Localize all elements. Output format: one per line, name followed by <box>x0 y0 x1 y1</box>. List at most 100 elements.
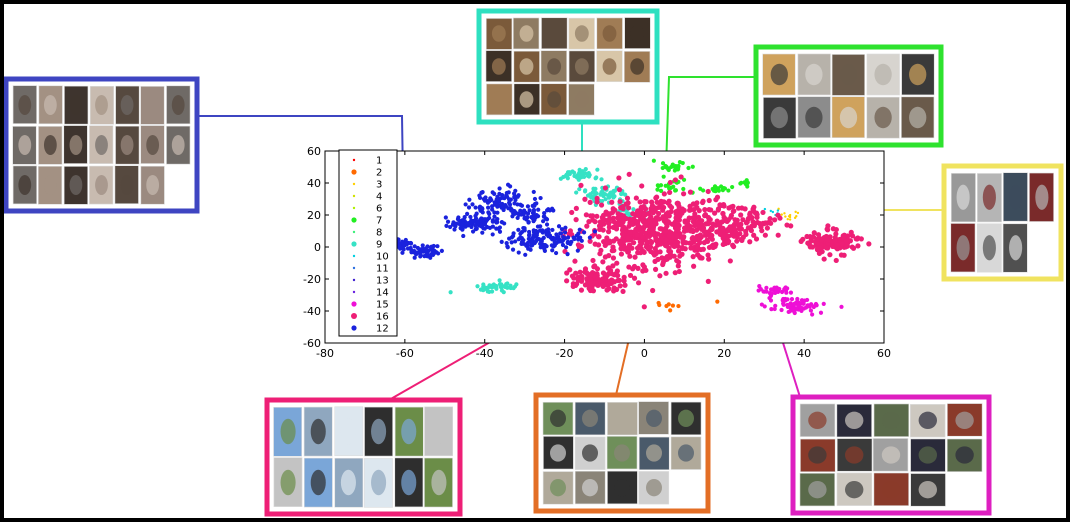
data-point-series-16 <box>754 219 761 226</box>
thumbnail-subject-trains <box>918 481 937 499</box>
data-point-series-15 <box>788 290 794 295</box>
thumbnail-subject-people <box>120 135 134 155</box>
data-point-series-16 <box>662 237 669 243</box>
data-point-series-9 <box>499 282 504 287</box>
data-point-series-16 <box>731 243 737 250</box>
data-point-series-7 <box>730 184 735 190</box>
data-point-series-16 <box>696 208 702 214</box>
data-point-series-16 <box>605 265 611 271</box>
data-point-series-16 <box>611 285 617 291</box>
legend-label-12: 12 <box>376 324 389 335</box>
data-point-series-12 <box>538 224 543 229</box>
data-point-series-12 <box>575 248 580 253</box>
data-point-series-16 <box>632 254 638 260</box>
data-point-series-9 <box>583 188 588 193</box>
data-point-series-16 <box>661 191 667 197</box>
data-point-series-12 <box>523 252 528 257</box>
data-point-series-12 <box>525 215 530 220</box>
data-point-series-12 <box>533 239 538 244</box>
data-point-series-16 <box>676 217 682 223</box>
data-point-series-12 <box>454 221 459 226</box>
data-point-series-16 <box>635 280 642 286</box>
data-point-series-16 <box>814 236 820 242</box>
image-panel-people <box>4 76 200 214</box>
data-point-series-3 <box>788 213 792 217</box>
data-point-series-15 <box>791 306 796 311</box>
data-point-series-16 <box>641 218 648 225</box>
data-point-series-15 <box>773 303 778 308</box>
thumbnail-subject-bikes <box>678 409 694 428</box>
data-point-series-16 <box>616 175 622 181</box>
data-point-series-16 <box>735 205 742 211</box>
data-point-series-16 <box>775 212 781 218</box>
data-point-series-16 <box>578 276 585 282</box>
data-point-series-12 <box>483 195 488 200</box>
data-point-series-12 <box>492 214 497 219</box>
data-point-series-16 <box>677 213 683 219</box>
legend-marker-3 <box>352 182 356 186</box>
data-point-series-7 <box>660 161 666 166</box>
data-point-series-7 <box>656 183 661 189</box>
image-panels <box>4 8 1064 517</box>
data-point-series-7 <box>690 164 695 169</box>
data-point-series-12 <box>516 250 521 255</box>
data-point-series-16 <box>620 219 626 225</box>
data-point-series-7 <box>743 181 748 186</box>
thumbnail-subject-bikes <box>582 444 598 462</box>
data-point-series-16 <box>688 245 694 251</box>
data-point-series-12 <box>482 198 487 203</box>
data-point-series-16 <box>641 304 647 310</box>
data-point-series-12 <box>527 208 532 213</box>
data-point-series-16 <box>819 237 825 243</box>
data-point-series-16 <box>605 229 612 235</box>
data-point-series-12 <box>470 202 475 207</box>
data-point-series-16 <box>832 238 838 244</box>
data-point-series-16 <box>600 281 606 288</box>
data-point-series-16 <box>650 227 656 233</box>
data-point-series-16 <box>657 201 664 207</box>
data-point-series-7 <box>667 186 672 191</box>
data-point-series-16 <box>734 221 741 227</box>
data-point-series-12 <box>486 210 491 215</box>
data-point-series-16 <box>727 258 733 264</box>
data-point-series-16 <box>629 221 635 227</box>
data-point-series-12 <box>425 252 430 258</box>
data-point-series-9 <box>507 285 512 290</box>
data-point-series-12 <box>469 218 474 223</box>
data-point-series-16 <box>612 207 618 213</box>
data-point-series-12 <box>532 196 538 202</box>
data-point-series-16 <box>747 211 753 217</box>
data-point-series-16 <box>624 195 631 201</box>
data-point-series-16 <box>672 177 679 183</box>
data-point-series-16 <box>635 223 641 229</box>
data-point-series-16 <box>657 249 663 255</box>
data-point-series-16 <box>674 208 680 215</box>
data-point-series-16 <box>767 216 773 222</box>
data-point-series-12 <box>504 194 510 199</box>
thumbnail-subject-dogs <box>491 25 506 42</box>
data-point-series-16 <box>674 257 680 264</box>
data-point-series-16 <box>764 225 770 231</box>
thumbnail-subject-people <box>171 135 185 155</box>
data-point-series-16 <box>582 196 588 202</box>
data-point-series-7 <box>676 166 681 172</box>
thumbnail-subject-people <box>120 95 134 115</box>
thumbnail-subject-dogs <box>602 25 617 42</box>
data-point-series-12 <box>428 245 434 250</box>
legend-marker-7 <box>351 217 357 223</box>
data-point-series-15 <box>787 309 792 314</box>
data-point-series-16 <box>583 212 589 218</box>
thumbnail-subject-birds <box>431 418 447 445</box>
legend-label-13: 13 <box>376 276 389 287</box>
data-point-series-16 <box>850 245 857 251</box>
thumbnail-subject-birds <box>401 418 417 445</box>
data-point-series-15 <box>785 297 790 302</box>
data-point-series-12 <box>496 226 501 231</box>
data-point-series-9 <box>593 186 598 191</box>
data-point-series-15 <box>769 307 774 312</box>
data-point-series-12 <box>556 238 561 243</box>
data-point-series-15 <box>810 312 815 317</box>
data-point-series-7 <box>680 160 685 166</box>
data-point-series-2 <box>668 308 673 313</box>
data-point-series-12 <box>492 191 497 196</box>
